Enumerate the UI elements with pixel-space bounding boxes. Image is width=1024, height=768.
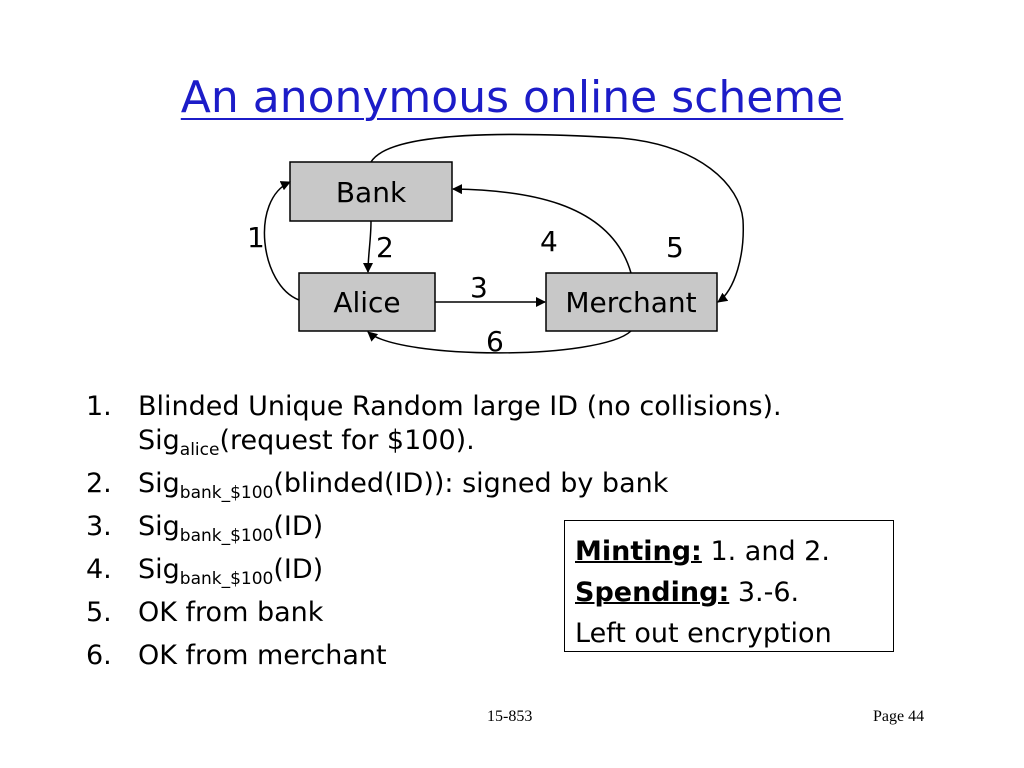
sig-subscript: alice bbox=[179, 440, 220, 460]
merchant-node bbox=[545, 272, 718, 332]
step-text: Sigbank_$100(ID) bbox=[138, 510, 324, 546]
edge-label-6: 6 bbox=[486, 325, 504, 358]
edge-6-merchant-to-alice bbox=[367, 330, 632, 354]
step-item: 6. OK from merchant bbox=[86, 639, 782, 673]
summary-note: Minting: 1. and 2. Spending: 3.-6. Left … bbox=[564, 520, 894, 652]
bank-node bbox=[289, 161, 453, 222]
step-line: Blinded Unique Random large ID (no colli… bbox=[138, 391, 782, 422]
sig-subscript: bank_$100 bbox=[179, 569, 274, 589]
step-text: Sigbank_$100(ID) bbox=[138, 553, 324, 589]
step-number: 3. bbox=[86, 511, 112, 542]
step-number: 1. bbox=[86, 391, 112, 422]
edge-2-bank-to-alice bbox=[363, 220, 374, 273]
step-tail: (blinded(ID)): signed by bank bbox=[273, 468, 669, 499]
edge-5-bank-to-merchant bbox=[370, 133, 744, 303]
slide-title: An anonymous online scheme bbox=[180, 72, 844, 123]
edge-label-3: 3 bbox=[470, 271, 488, 304]
footer-course: 15-853 bbox=[487, 708, 533, 725]
step-tail: (ID) bbox=[273, 511, 324, 542]
sig-label: Sig bbox=[138, 554, 180, 585]
step-number: 6. bbox=[86, 640, 112, 671]
edge-label-1: 1 bbox=[247, 221, 265, 254]
spending-line: Spending: 3.-6. bbox=[575, 572, 893, 613]
step-tail: (ID) bbox=[273, 554, 324, 585]
sig-subscript: bank_$100 bbox=[179, 483, 274, 503]
spending-text: 3.-6. bbox=[729, 577, 800, 608]
edge-label-2: 2 bbox=[376, 231, 394, 264]
sig-label: Sig bbox=[138, 425, 180, 456]
step-item: 2. Sigbank_$100(blinded(ID)): signed by … bbox=[86, 467, 782, 503]
step-number: 2. bbox=[86, 468, 112, 499]
step-item: 1. Blinded Unique Random large ID (no co… bbox=[86, 390, 782, 460]
step-number: 4. bbox=[86, 554, 112, 585]
edge-label-4: 4 bbox=[540, 225, 558, 258]
edge-label-5: 5 bbox=[666, 231, 684, 264]
step-text: Sigbank_$100(blinded(ID)): signed by ban… bbox=[138, 467, 669, 503]
bank-label: Bank bbox=[336, 176, 407, 209]
alice-label: Alice bbox=[333, 286, 400, 319]
edge-1-alice-to-bank bbox=[263, 181, 300, 301]
step-item: 4. Sigbank_$100(ID) bbox=[86, 553, 782, 589]
minting-line: Minting: 1. and 2. bbox=[575, 531, 893, 572]
steps-list: 1. Blinded Unique Random large ID (no co… bbox=[86, 390, 782, 682]
step-text: Blinded Unique Random large ID (no colli… bbox=[138, 390, 782, 460]
sig-subscript: bank_$100 bbox=[179, 526, 274, 546]
footer-page-number: Page 44 bbox=[873, 708, 925, 725]
spending-label: Spending: bbox=[575, 577, 730, 608]
step-text: OK from merchant bbox=[138, 640, 387, 671]
alice-node bbox=[298, 272, 436, 332]
encryption-line: Left out encryption bbox=[575, 618, 832, 649]
step-tail: (request for $100). bbox=[219, 425, 475, 456]
step-item: 3. Sigbank_$100(ID) bbox=[86, 510, 782, 546]
sig-label: Sig bbox=[138, 511, 180, 542]
step-item: 5. OK from bank bbox=[86, 596, 782, 630]
sig-label: Sig bbox=[138, 468, 180, 499]
step-number: 5. bbox=[86, 597, 112, 628]
step-text: OK from bank bbox=[138, 597, 324, 628]
minting-label: Minting: bbox=[575, 536, 702, 567]
merchant-label: Merchant bbox=[565, 286, 696, 319]
minting-text: 1. and 2. bbox=[701, 536, 830, 567]
edge-4-merchant-to-bank bbox=[452, 184, 632, 274]
